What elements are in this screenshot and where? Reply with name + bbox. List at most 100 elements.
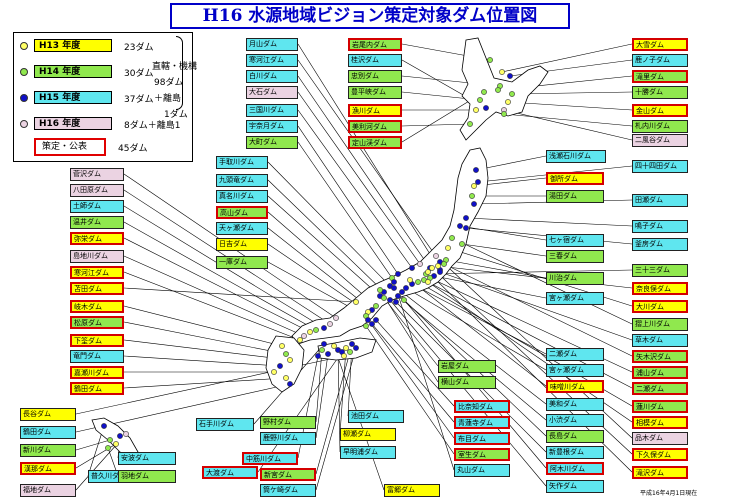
leader-line: [475, 155, 547, 171]
dam-location-dot: [437, 269, 443, 275]
dam-label: 室生ダム: [454, 448, 510, 461]
dam-label: 長谷ダム: [20, 408, 76, 421]
leader-line: [451, 237, 633, 325]
dam-label: 弥栄ダム: [70, 232, 124, 245]
dam-label: 丸山ダム: [454, 464, 510, 477]
dam-label: 御所ダム: [546, 172, 604, 185]
dam-location-dot: [395, 293, 401, 299]
dam-location-dot: [501, 111, 507, 117]
dam-label: 滝沢ダム: [632, 466, 688, 479]
dam-location-dot: [483, 105, 489, 111]
legend-count-h16: 8ダム＋離島1: [124, 121, 181, 131]
legend-label-h14: H14 年度: [34, 65, 112, 78]
dam-location-dot: [369, 321, 375, 327]
leader-line: [511, 91, 633, 95]
dam-label: 岐木ダム: [70, 300, 124, 313]
leader-line: [267, 161, 391, 287]
dam-label: 品木ダム: [632, 432, 688, 445]
dam-label: 忠別ダム: [348, 70, 402, 83]
dam-label: 新豊根ダム: [546, 446, 604, 459]
leader-line: [337, 349, 341, 453]
dam-label: 寒河江ダム: [70, 266, 124, 279]
dam-location-dot: [107, 437, 113, 443]
leader-line: [389, 299, 547, 487]
dam-location-dot: [433, 253, 439, 259]
dam-location-dot: [301, 333, 307, 339]
dam-label: 嘉瀬川ダム: [70, 366, 124, 379]
dam-label: 宮ヶ瀬ダム: [546, 292, 604, 305]
leader-line: [297, 75, 431, 269]
dam-label: 早明浦ダム: [340, 446, 396, 459]
leader-line: [297, 59, 441, 263]
leader-line: [267, 243, 369, 313]
dam-label: 浦山ダム: [632, 366, 688, 379]
dam-location-dot: [481, 89, 487, 95]
dam-location-dot: [363, 323, 369, 329]
dam-location-dot: [113, 441, 119, 447]
leader-line: [503, 113, 633, 127]
leader-line: [461, 243, 547, 257]
dam-label: 美和ダム: [546, 398, 604, 411]
dam-label: 漁川ダム: [348, 104, 402, 117]
dam-location-dot: [407, 277, 413, 283]
dam-location-dot: [457, 223, 463, 229]
dam-location-dot: [473, 107, 479, 113]
dam-label: 二瀬ダム: [632, 382, 688, 395]
dam-location-dot: [435, 263, 441, 269]
dam-location-dot: [403, 285, 409, 291]
legend-count-h13: 23ダム: [124, 43, 154, 53]
dam-label: 定山渓ダム: [348, 136, 402, 149]
dam-location-dot: [271, 369, 277, 375]
legend-label-h13: H13 年度: [34, 39, 112, 52]
legend-note-a: 直轄・機構: [152, 62, 198, 72]
dam-location-dot: [469, 193, 475, 199]
leader-line: [297, 141, 393, 279]
dam-location-dot: [377, 287, 383, 293]
dam-location-dot: [391, 279, 397, 285]
dam-label: 釜房ダム: [632, 238, 688, 251]
legend-dot-h14: [20, 68, 28, 76]
leader-line: [123, 255, 305, 337]
dam-location-dot: [495, 87, 501, 93]
dam-location-dot: [505, 99, 511, 105]
dam-location-dot: [105, 445, 111, 451]
dam-label: 新川ダム: [20, 444, 76, 457]
dam-location-dot: [307, 329, 313, 335]
dam-location-dot: [387, 297, 393, 303]
dam-label: 手取川ダム: [216, 156, 268, 169]
dam-location-dot: [477, 97, 483, 103]
dam-location-dot: [331, 343, 337, 349]
leader-line: [425, 269, 633, 275]
leader-line: [433, 275, 547, 299]
dam-location-dot: [401, 297, 407, 303]
dam-label: 二風谷ダム: [632, 134, 688, 147]
dam-location-dot: [313, 327, 319, 333]
leader-line: [315, 347, 357, 491]
dam-location-dot: [393, 299, 399, 305]
dam-label: 安波ダム: [118, 452, 176, 465]
legend-count-h14: 30ダム: [124, 69, 154, 79]
dam-label: 十勝ダム: [632, 86, 688, 99]
dam-location-dot: [415, 279, 421, 285]
leader-line: [371, 323, 455, 423]
dam-location-dot: [353, 345, 359, 351]
dam-label: 温井ダム: [70, 216, 124, 229]
legend-plan-count: 45ダム: [118, 144, 148, 154]
leader-line: [503, 109, 633, 141]
dam-location-dot: [471, 201, 477, 207]
dam-label: 滝里ダム: [632, 70, 688, 83]
dam-label: 日吉ダム: [216, 238, 268, 251]
dam-location-dot: [325, 351, 331, 357]
dam-label: 白川ダム: [246, 70, 298, 83]
legend-dot-h16: [20, 120, 28, 128]
leader-line: [501, 43, 633, 73]
leader-line: [297, 109, 413, 269]
dam-label: 七ヶ宿ダム: [546, 234, 604, 247]
leader-line: [267, 195, 381, 297]
dam-label: 岩尾内ダム: [348, 38, 402, 51]
dam-location-dot: [445, 245, 451, 251]
leader-line: [401, 291, 547, 405]
dam-label: 鹿ノ子ダム: [632, 54, 688, 67]
dam-label: 池田ダム: [348, 410, 404, 423]
dam-label: 相模ダム: [632, 416, 688, 429]
